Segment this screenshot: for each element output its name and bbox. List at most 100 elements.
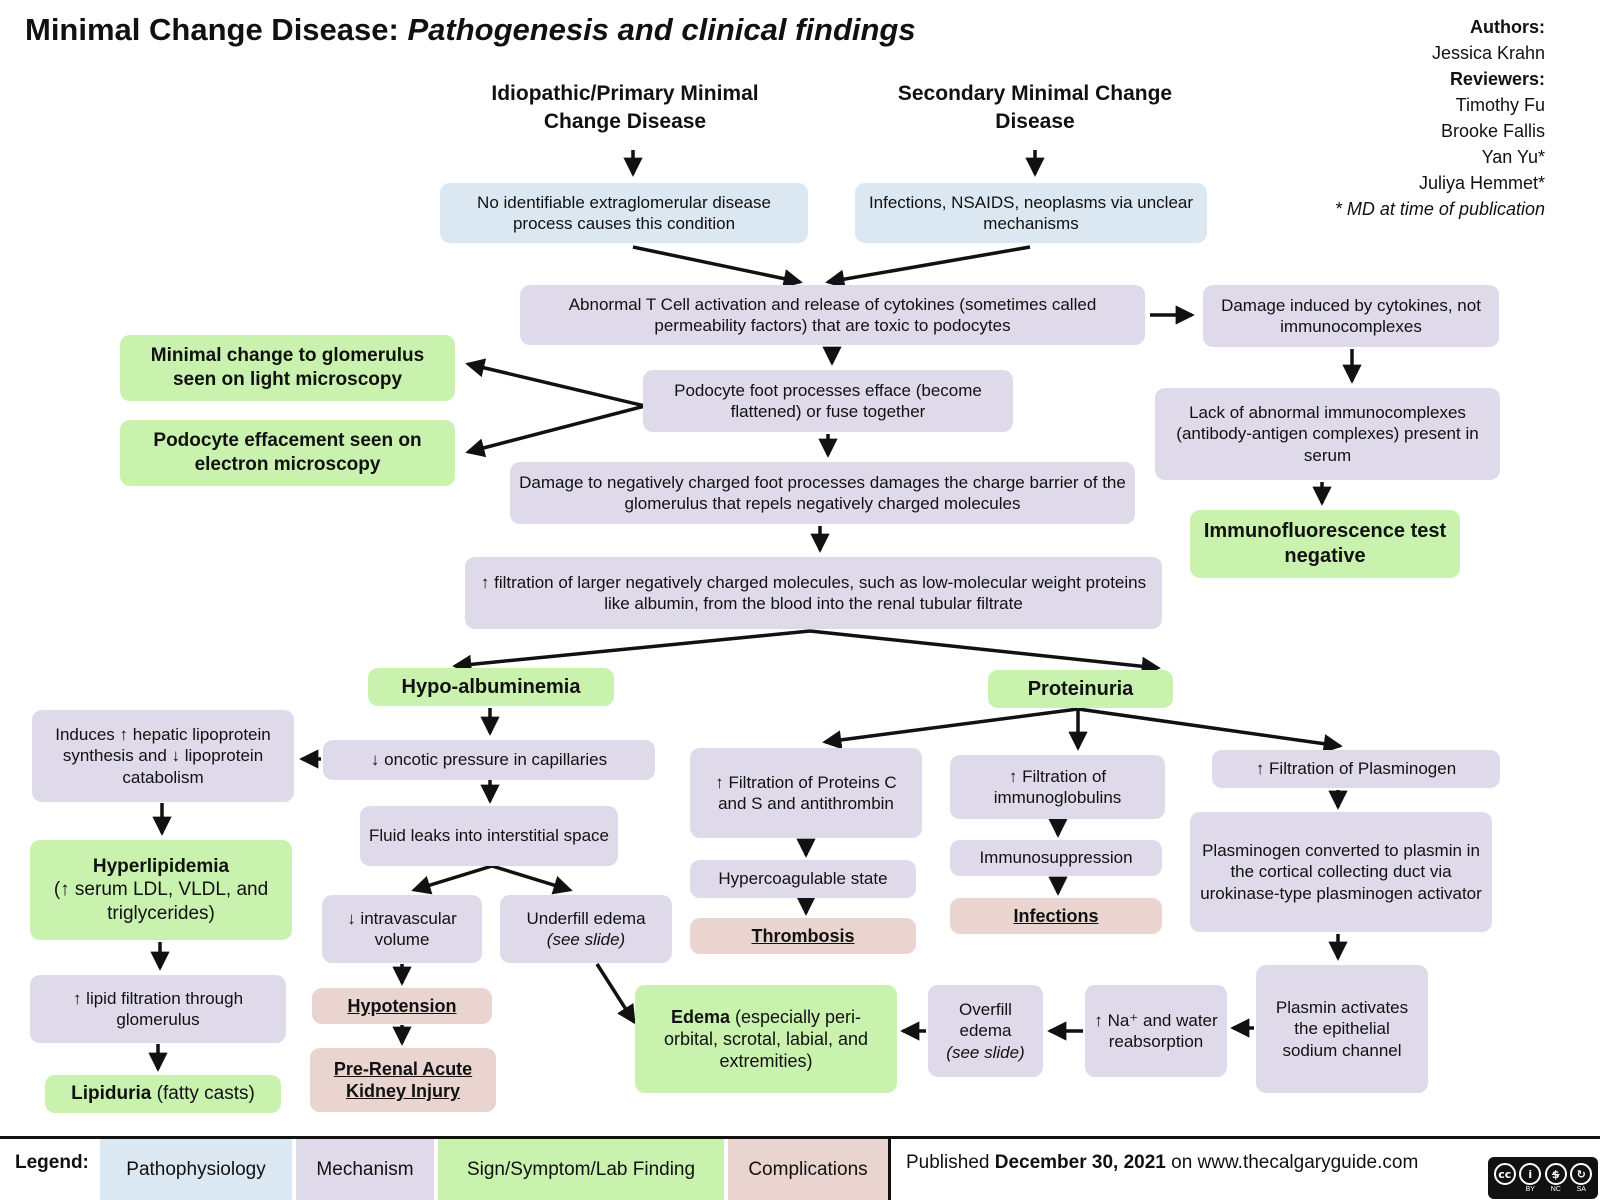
node-overfill-edema: Overfill edema(see slide) bbox=[928, 985, 1043, 1077]
node-text: Hyperlipidemia(↑ serum LDL, VLDL, and tr… bbox=[39, 855, 283, 926]
page-title-prefix: Minimal Change Disease: bbox=[25, 12, 408, 47]
node-increased-filtration: ↑ filtration of larger negatively charge… bbox=[465, 557, 1162, 629]
node-text: Minimal change to glomerulus seen on lig… bbox=[150, 345, 425, 390]
published-date: December 30, 2021 bbox=[994, 1152, 1166, 1173]
node-text: ↓ oncotic pressure in capillaries bbox=[370, 750, 608, 770]
cc-sa-icon: ↻ SA bbox=[1570, 1163, 1593, 1193]
node-text: Hypercoagulable state bbox=[718, 869, 888, 889]
cc-nc-glyph: $ bbox=[1544, 1163, 1567, 1185]
published-prefix: Published bbox=[906, 1152, 990, 1173]
node-text: ↓ intravascular volume bbox=[347, 908, 457, 949]
node-text: Hypotension bbox=[347, 995, 457, 1016]
credits-block: Authors: Jessica Krahn Reviewers: Timoth… bbox=[1335, 14, 1545, 222]
footer-vertical-divider bbox=[888, 1139, 891, 1200]
node-text: Lack of abnormal immunocomplexes (antibo… bbox=[1176, 403, 1479, 465]
published-line: Published December 30, 2021 on www.theca… bbox=[906, 1152, 1418, 1174]
node-rest: (fatty casts) bbox=[151, 1083, 255, 1105]
node-text: Hypo-albuminemia bbox=[401, 675, 581, 698]
node-text: Edema (especially peri-orbital, scrotal,… bbox=[644, 1006, 888, 1073]
node-note: (see slide) bbox=[546, 930, 626, 949]
node-hypotension: Hypotension bbox=[312, 988, 492, 1024]
node-text: Immunosuppression bbox=[979, 848, 1133, 868]
node-rest: (↑ serum LDL, VLDL, and triglycerides) bbox=[53, 879, 269, 924]
node-lipiduria: Lipiduria (fatty casts) bbox=[45, 1075, 281, 1113]
node-text: Thrombosis bbox=[751, 925, 855, 946]
page-title: Minimal Change Disease: Pathogenesis and… bbox=[25, 12, 916, 48]
node-text: Plasminogen converted to plasmin in the … bbox=[1200, 841, 1482, 903]
reviewer-name: Yan Yu* bbox=[1481, 147, 1545, 167]
node-text: Overfill edema bbox=[959, 1000, 1012, 1041]
node-intravascular-volume: ↓ intravascular volume bbox=[322, 895, 482, 963]
node-electron-microscopy-finding: Podocyte effacement seen on electron mic… bbox=[120, 420, 455, 486]
node-lead: Hyperlipidemia bbox=[92, 855, 230, 877]
cc-nc-label: NC bbox=[1550, 1186, 1561, 1193]
node-hypercoagulable-state: Hypercoagulable state bbox=[690, 860, 916, 898]
heading-primary-mcd: Idiopathic/Primary Minimal Change Diseas… bbox=[491, 82, 759, 134]
node-na-water-reabsorption: ↑ Na⁺ and water reabsorption bbox=[1085, 985, 1227, 1077]
cc-by-glyph: i bbox=[1519, 1163, 1542, 1185]
node-edema: Edema (especially peri-orbital, scrotal,… bbox=[635, 985, 897, 1093]
node-text: Damage to negatively charged foot proces… bbox=[519, 472, 1126, 513]
node-text: ↑ Filtration of Plasminogen bbox=[1255, 759, 1457, 779]
reviewers-label: Reviewers: bbox=[1449, 69, 1545, 89]
reviewer-name: Brooke Fallis bbox=[1440, 121, 1545, 141]
cc-by-label: BY bbox=[1525, 1186, 1535, 1193]
node-text: Podocyte foot processes efface (become f… bbox=[674, 380, 982, 421]
author-name: Jessica Krahn bbox=[1431, 43, 1545, 63]
node-proteins-cs-filtration: ↑ Filtration of Proteins C and S and ant… bbox=[690, 748, 922, 838]
node-text: ↑ Filtration of immunoglobulins bbox=[993, 766, 1122, 807]
node-text: Damage induced by cytokines, not immunoc… bbox=[1221, 295, 1481, 336]
authors-label: Authors: bbox=[1470, 17, 1545, 37]
node-rest: (especially peri-orbital, scrotal, labia… bbox=[663, 1006, 869, 1072]
node-oncotic-pressure: ↓ oncotic pressure in capillaries bbox=[323, 740, 655, 780]
heading-secondary-mcd: Secondary Minimal Change Disease bbox=[897, 82, 1173, 134]
reviewer-name: Timothy Fu bbox=[1455, 95, 1545, 115]
node-text: ↑ Na⁺ and water reabsorption bbox=[1094, 1010, 1218, 1051]
md-note: * MD at time of publication bbox=[1334, 199, 1545, 219]
node-thrombosis: Thrombosis bbox=[690, 918, 916, 954]
node-text: Underfill edema bbox=[526, 908, 646, 928]
node-text: Infections bbox=[1013, 905, 1099, 926]
node-text: No identifiable extraglomerular disease … bbox=[477, 192, 771, 233]
page-title-italic: Pathogenesis and clinical findings bbox=[407, 12, 916, 47]
node-infections-nsaids: Infections, NSAIDS, neoplasms via unclea… bbox=[855, 183, 1207, 243]
node-no-extraglomerular: No identifiable extraglomerular disease … bbox=[440, 183, 808, 243]
legend-label: Legend: bbox=[15, 1152, 89, 1173]
node-text: Lipiduria (fatty casts) bbox=[71, 1082, 255, 1106]
node-immunoglobulin-filtration: ↑ Filtration of immunoglobulins bbox=[950, 755, 1165, 819]
cc-label bbox=[1504, 1186, 1506, 1193]
node-text: ↑ lipid filtration through glomerulus bbox=[72, 988, 244, 1029]
legend-item-sign-symptom: Sign/Symptom/Lab Finding bbox=[438, 1139, 724, 1200]
node-immunosuppression: Immunosuppression bbox=[950, 840, 1162, 876]
node-text: Infections, NSAIDS, neoplasms via unclea… bbox=[868, 192, 1194, 233]
node-fluid-leaks: Fluid leaks into interstitial space bbox=[360, 806, 618, 866]
node-lack-immunocomplexes: Lack of abnormal immunocomplexes (antibo… bbox=[1155, 388, 1500, 480]
node-lead: Lipiduria bbox=[71, 1083, 152, 1105]
node-plasminogen-filtration: ↑ Filtration of Plasminogen bbox=[1212, 750, 1500, 788]
cc-sa-glyph: ↻ bbox=[1570, 1163, 1593, 1185]
node-hypoalbuminemia: Hypo-albuminemia bbox=[368, 668, 614, 706]
node-text: Pre-Renal Acute Kidney Injury bbox=[333, 1058, 473, 1101]
cc-icon: cc bbox=[1493, 1163, 1516, 1193]
node-text: Induces ↑ hepatic lipoprotein synthesis … bbox=[55, 725, 271, 787]
legend-item-pathophysiology: Pathophysiology bbox=[100, 1139, 292, 1200]
node-charge-barrier-damage: Damage to negatively charged foot proces… bbox=[510, 462, 1135, 524]
legend-item-mechanism: Mechanism bbox=[296, 1139, 434, 1200]
node-lipid-filtration: ↑ lipid filtration through glomerulus bbox=[30, 975, 286, 1043]
node-lead: Edema bbox=[670, 1006, 730, 1027]
node-plasmin-activates-enac: Plasmin activates the epithelial sodium … bbox=[1256, 965, 1428, 1093]
cc-glyph: cc bbox=[1493, 1163, 1516, 1185]
node-text: Podocyte effacement seen on electron mic… bbox=[153, 430, 422, 475]
cc-sa-label: SA bbox=[1576, 1186, 1586, 1193]
node-note: (see slide) bbox=[946, 1042, 1025, 1062]
node-text: Plasmin activates the epithelial sodium … bbox=[1275, 998, 1409, 1060]
node-infections: Infections bbox=[950, 898, 1162, 934]
node-text: Abnormal T Cell activation and release o… bbox=[568, 294, 1097, 335]
node-proteinuria: Proteinuria bbox=[988, 670, 1173, 708]
published-url: on www.thecalgaryguide.com bbox=[1171, 1152, 1419, 1173]
node-plasminogen-converted: Plasminogen converted to plasmin in the … bbox=[1190, 812, 1492, 932]
cc-nc-icon: $ NC bbox=[1544, 1163, 1567, 1193]
footer-divider-rule bbox=[0, 1136, 1600, 1139]
node-text: Fluid leaks into interstitial space bbox=[369, 826, 610, 846]
